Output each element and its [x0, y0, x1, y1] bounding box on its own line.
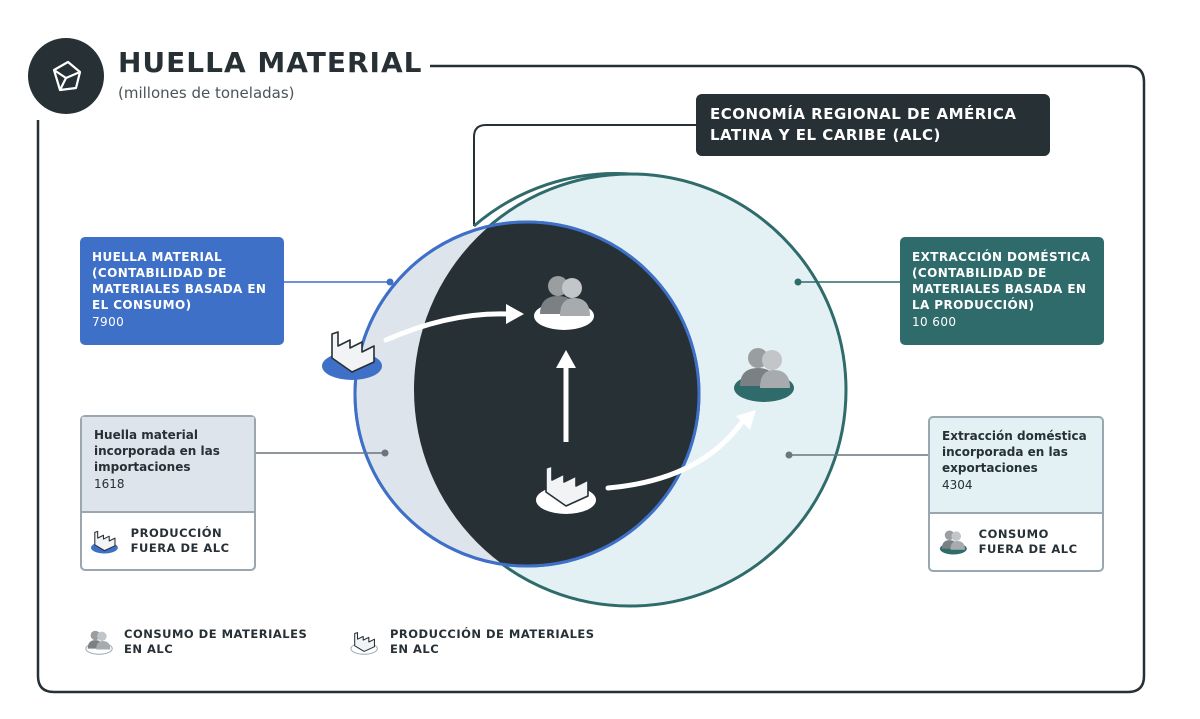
imports-legend: PRODUCCIÓN FUERA DE ALC	[130, 526, 230, 555]
cube-icon	[28, 38, 104, 114]
material-footprint-heading: HUELLA MATERIAL (CONTABILIDAD DE MATERIA…	[92, 250, 267, 312]
domestic-extraction-heading: EXTRACCIÓN DOMÉSTICA (CONTABILIDAD DE MA…	[912, 250, 1091, 312]
factory-icon	[350, 632, 378, 655]
regional-economy-intersection	[414, 222, 699, 566]
domestic-extraction-value: 10 600	[912, 315, 957, 329]
legend-consumption: CONSUMO DE MATERIALES EN ALC	[84, 626, 324, 658]
exports-heading: Extracción doméstica incorporada en las …	[942, 429, 1087, 475]
factory-icon	[322, 331, 382, 380]
imports-box: Huella material incorporada en las impor…	[80, 415, 256, 571]
legend-production: PRODUCCIÓN DE MATERIALES EN ALC	[350, 626, 610, 658]
factory-icon	[536, 465, 596, 514]
page-title: HUELLA MATERIAL	[118, 46, 423, 79]
imports-value: 1618	[94, 477, 125, 491]
exports-value: 4304	[942, 478, 973, 492]
material-footprint-value: 7900	[92, 315, 125, 329]
legend-production-label: PRODUCCIÓN DE MATERIALES EN ALC	[390, 627, 595, 656]
imports-heading: Huella material incorporada en las impor…	[94, 428, 220, 474]
outer-frame	[36, 64, 1146, 694]
exports-legend: CONSUMO FUERA DE ALC	[978, 527, 1078, 556]
people-icon	[85, 630, 113, 655]
region-label: ECONOMÍA REGIONAL DE AMÉRICA LATINA Y EL…	[696, 94, 1050, 156]
region-connector	[473, 124, 696, 226]
people-icon	[734, 348, 794, 402]
domestic-extraction-box: EXTRACCIÓN DOMÉSTICA (CONTABILIDAD DE MA…	[900, 237, 1104, 345]
factory-icon	[90, 530, 118, 554]
people-icon	[939, 530, 967, 555]
people-icon	[534, 276, 594, 330]
exports-box: Extracción doméstica incorporada en las …	[928, 416, 1104, 572]
page-subtitle: (millones de toneladas)	[118, 84, 295, 102]
arrow-icon	[383, 304, 756, 491]
material-footprint-box: HUELLA MATERIAL (CONTABILIDAD DE MATERIA…	[80, 237, 284, 345]
legend-consumption-label: CONSUMO DE MATERIALES EN ALC	[124, 627, 308, 656]
